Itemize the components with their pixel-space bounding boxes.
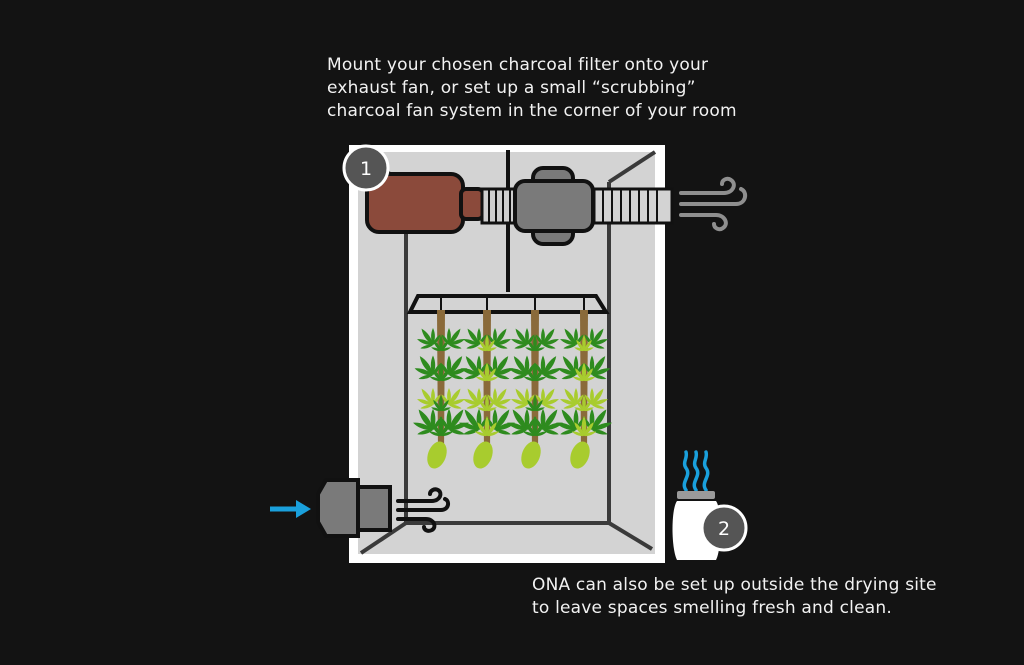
hanging-plants: [406, 298, 620, 469]
hanging-plant: [452, 298, 523, 469]
exhaust-wind-icon: [679, 176, 748, 232]
ona-vapor-icon: [682, 450, 710, 492]
caption-line: exhaust fan, or set up a small “scrubbin…: [327, 78, 696, 98]
caption-line: ONA can also be set up outside the dryin…: [532, 575, 937, 595]
step-badge-2: 2: [700, 504, 748, 552]
intake-system: [270, 478, 451, 538]
filter-instruction-caption: Mount your chosen charcoal filter onto y…: [327, 54, 737, 123]
duct-right: [592, 187, 674, 225]
intake-wind-icon: [396, 487, 451, 533]
step-badge-2-label: 2: [718, 518, 730, 540]
caption-line: to leave spaces smelling fresh and clean…: [532, 598, 892, 618]
hanging-plant: [549, 298, 620, 469]
duct-left: [480, 187, 519, 225]
caption-line: charcoal fan system in the corner of you…: [327, 101, 737, 121]
exhaust-fan: [513, 166, 595, 246]
tent-perspective-lines: [356, 150, 657, 555]
exhaust-system: [365, 166, 748, 246]
hanging-plant: [406, 298, 477, 469]
intake-direction-arrow-right-icon: [270, 500, 311, 518]
intake-fan: [316, 478, 392, 538]
ona-instruction-caption: ONA can also be set up outside the dryin…: [532, 574, 937, 620]
step-badge-1: 1: [342, 144, 390, 192]
charcoal-filter: [365, 172, 485, 234]
hanging-plant: [500, 298, 571, 469]
step-badge-1-label: 1: [360, 158, 372, 180]
caption-line: Mount your chosen charcoal filter onto y…: [327, 55, 709, 75]
